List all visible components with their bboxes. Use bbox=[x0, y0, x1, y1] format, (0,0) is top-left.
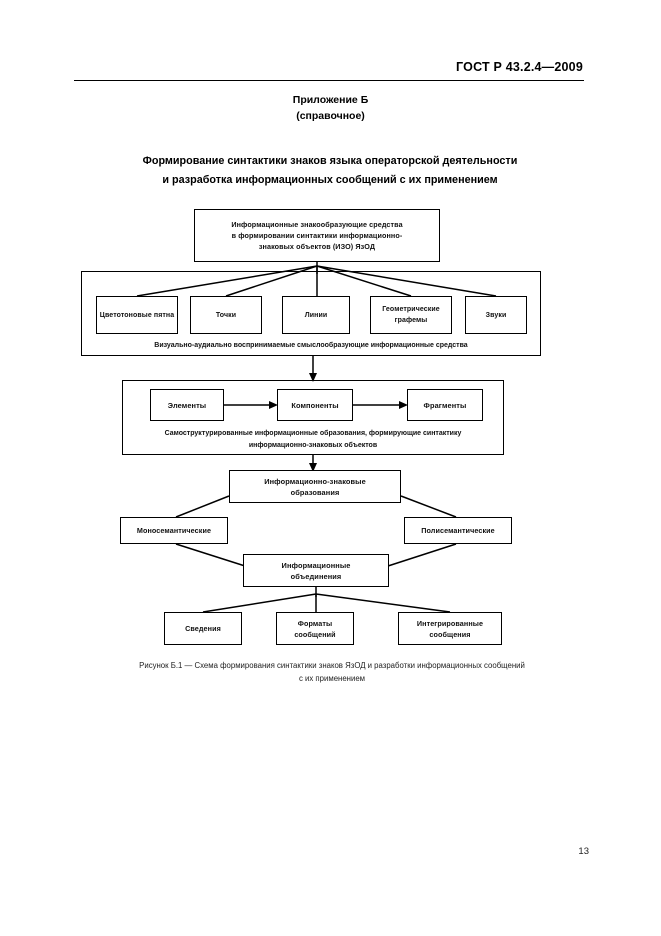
annex-kind: (справочное) bbox=[296, 110, 365, 122]
node-root-line2: в формировании синтактики информационно- bbox=[231, 231, 403, 240]
arrowhead-components-fragments bbox=[399, 401, 408, 409]
node-root: Информационные знакообразующие средства … bbox=[194, 209, 440, 262]
node-unions-line2: объединения bbox=[290, 571, 342, 581]
node-monosemantic: Моносемантические bbox=[120, 517, 228, 544]
node-fragments: Фрагменты bbox=[407, 389, 483, 421]
node-integrated-messages-line2: сообщения bbox=[429, 629, 471, 639]
page-title-line2: и разработка информационных сообщений с … bbox=[162, 174, 498, 186]
page-title-line1: Формирование синтактики знаков языка опе… bbox=[142, 155, 518, 167]
panel-self-structured-formations bbox=[122, 380, 504, 455]
panel-self-structured-caption-line2: информационно-знаковых объектов bbox=[248, 442, 378, 449]
node-message-formats-line1: Форматы bbox=[297, 618, 333, 628]
node-elements: Элементы bbox=[150, 389, 224, 421]
page-number: 13 bbox=[578, 846, 589, 857]
panel-self-structured-caption-line1: Самоструктурированные информационные обр… bbox=[164, 430, 462, 437]
node-polysemantic: Полисемантические bbox=[404, 517, 512, 544]
node-sounds: Звуки bbox=[465, 296, 527, 334]
node-root-line1: Информационные знакообразующие средства bbox=[231, 220, 403, 229]
panel-information-means-caption: Визуально-аудиально воспринимаемые смысл… bbox=[154, 342, 468, 349]
panel-information-means bbox=[81, 271, 541, 356]
annex-heading: Приложение Б (справочное) bbox=[0, 92, 661, 124]
panel-self-structured-caption: Самоструктурированные информационные обр… bbox=[132, 428, 494, 452]
figure-caption: Рисунок Б.1 — Схема формирования синтакт… bbox=[52, 659, 612, 685]
node-message-formats: Форматы сообщений bbox=[276, 612, 354, 645]
header-rule bbox=[74, 80, 584, 81]
node-izo-line1: Информационно-знаковые bbox=[264, 476, 366, 486]
page-title: Формирование синтактики знаков языка опе… bbox=[60, 152, 600, 190]
figure-caption-line1: Рисунок Б.1 — Схема формирования синтакт… bbox=[139, 661, 525, 670]
figure-caption-line2: с их применением bbox=[298, 674, 366, 683]
node-integrated-messages-line1: Интегрированные bbox=[416, 618, 484, 628]
annex-label: Приложение Б bbox=[292, 94, 369, 106]
node-color-tone-spots: Цветотоновые пятна bbox=[96, 296, 178, 334]
node-points: Точки bbox=[190, 296, 262, 334]
arrowhead-panel2-izo bbox=[309, 463, 317, 472]
node-integrated-messages: Интегрированные сообщения bbox=[398, 612, 502, 645]
node-izo-formations: Информационно-знаковые образования bbox=[229, 470, 401, 503]
node-information-unions: Информационные объединения bbox=[243, 554, 389, 587]
node-geometric-graphemes: Геометрические графемы bbox=[370, 296, 452, 334]
node-components: Компоненты bbox=[277, 389, 353, 421]
arrowhead-elements-components bbox=[269, 401, 278, 409]
standard-header: ГОСТ Р 43.2.4—2009 bbox=[456, 60, 583, 74]
flowchart: Информационные знакообразующие средства … bbox=[81, 209, 541, 645]
node-root-line3: знаковых объектов (ИЗО) ЯзОД bbox=[258, 242, 376, 251]
node-lines: Линии bbox=[282, 296, 350, 334]
node-izo-line2: образования bbox=[290, 487, 340, 497]
node-unions-line1: Информационные bbox=[281, 560, 351, 570]
arrowhead-panel1-panel2 bbox=[309, 373, 317, 382]
node-information-items: Сведения bbox=[164, 612, 242, 645]
node-message-formats-line2: сообщений bbox=[294, 629, 336, 639]
